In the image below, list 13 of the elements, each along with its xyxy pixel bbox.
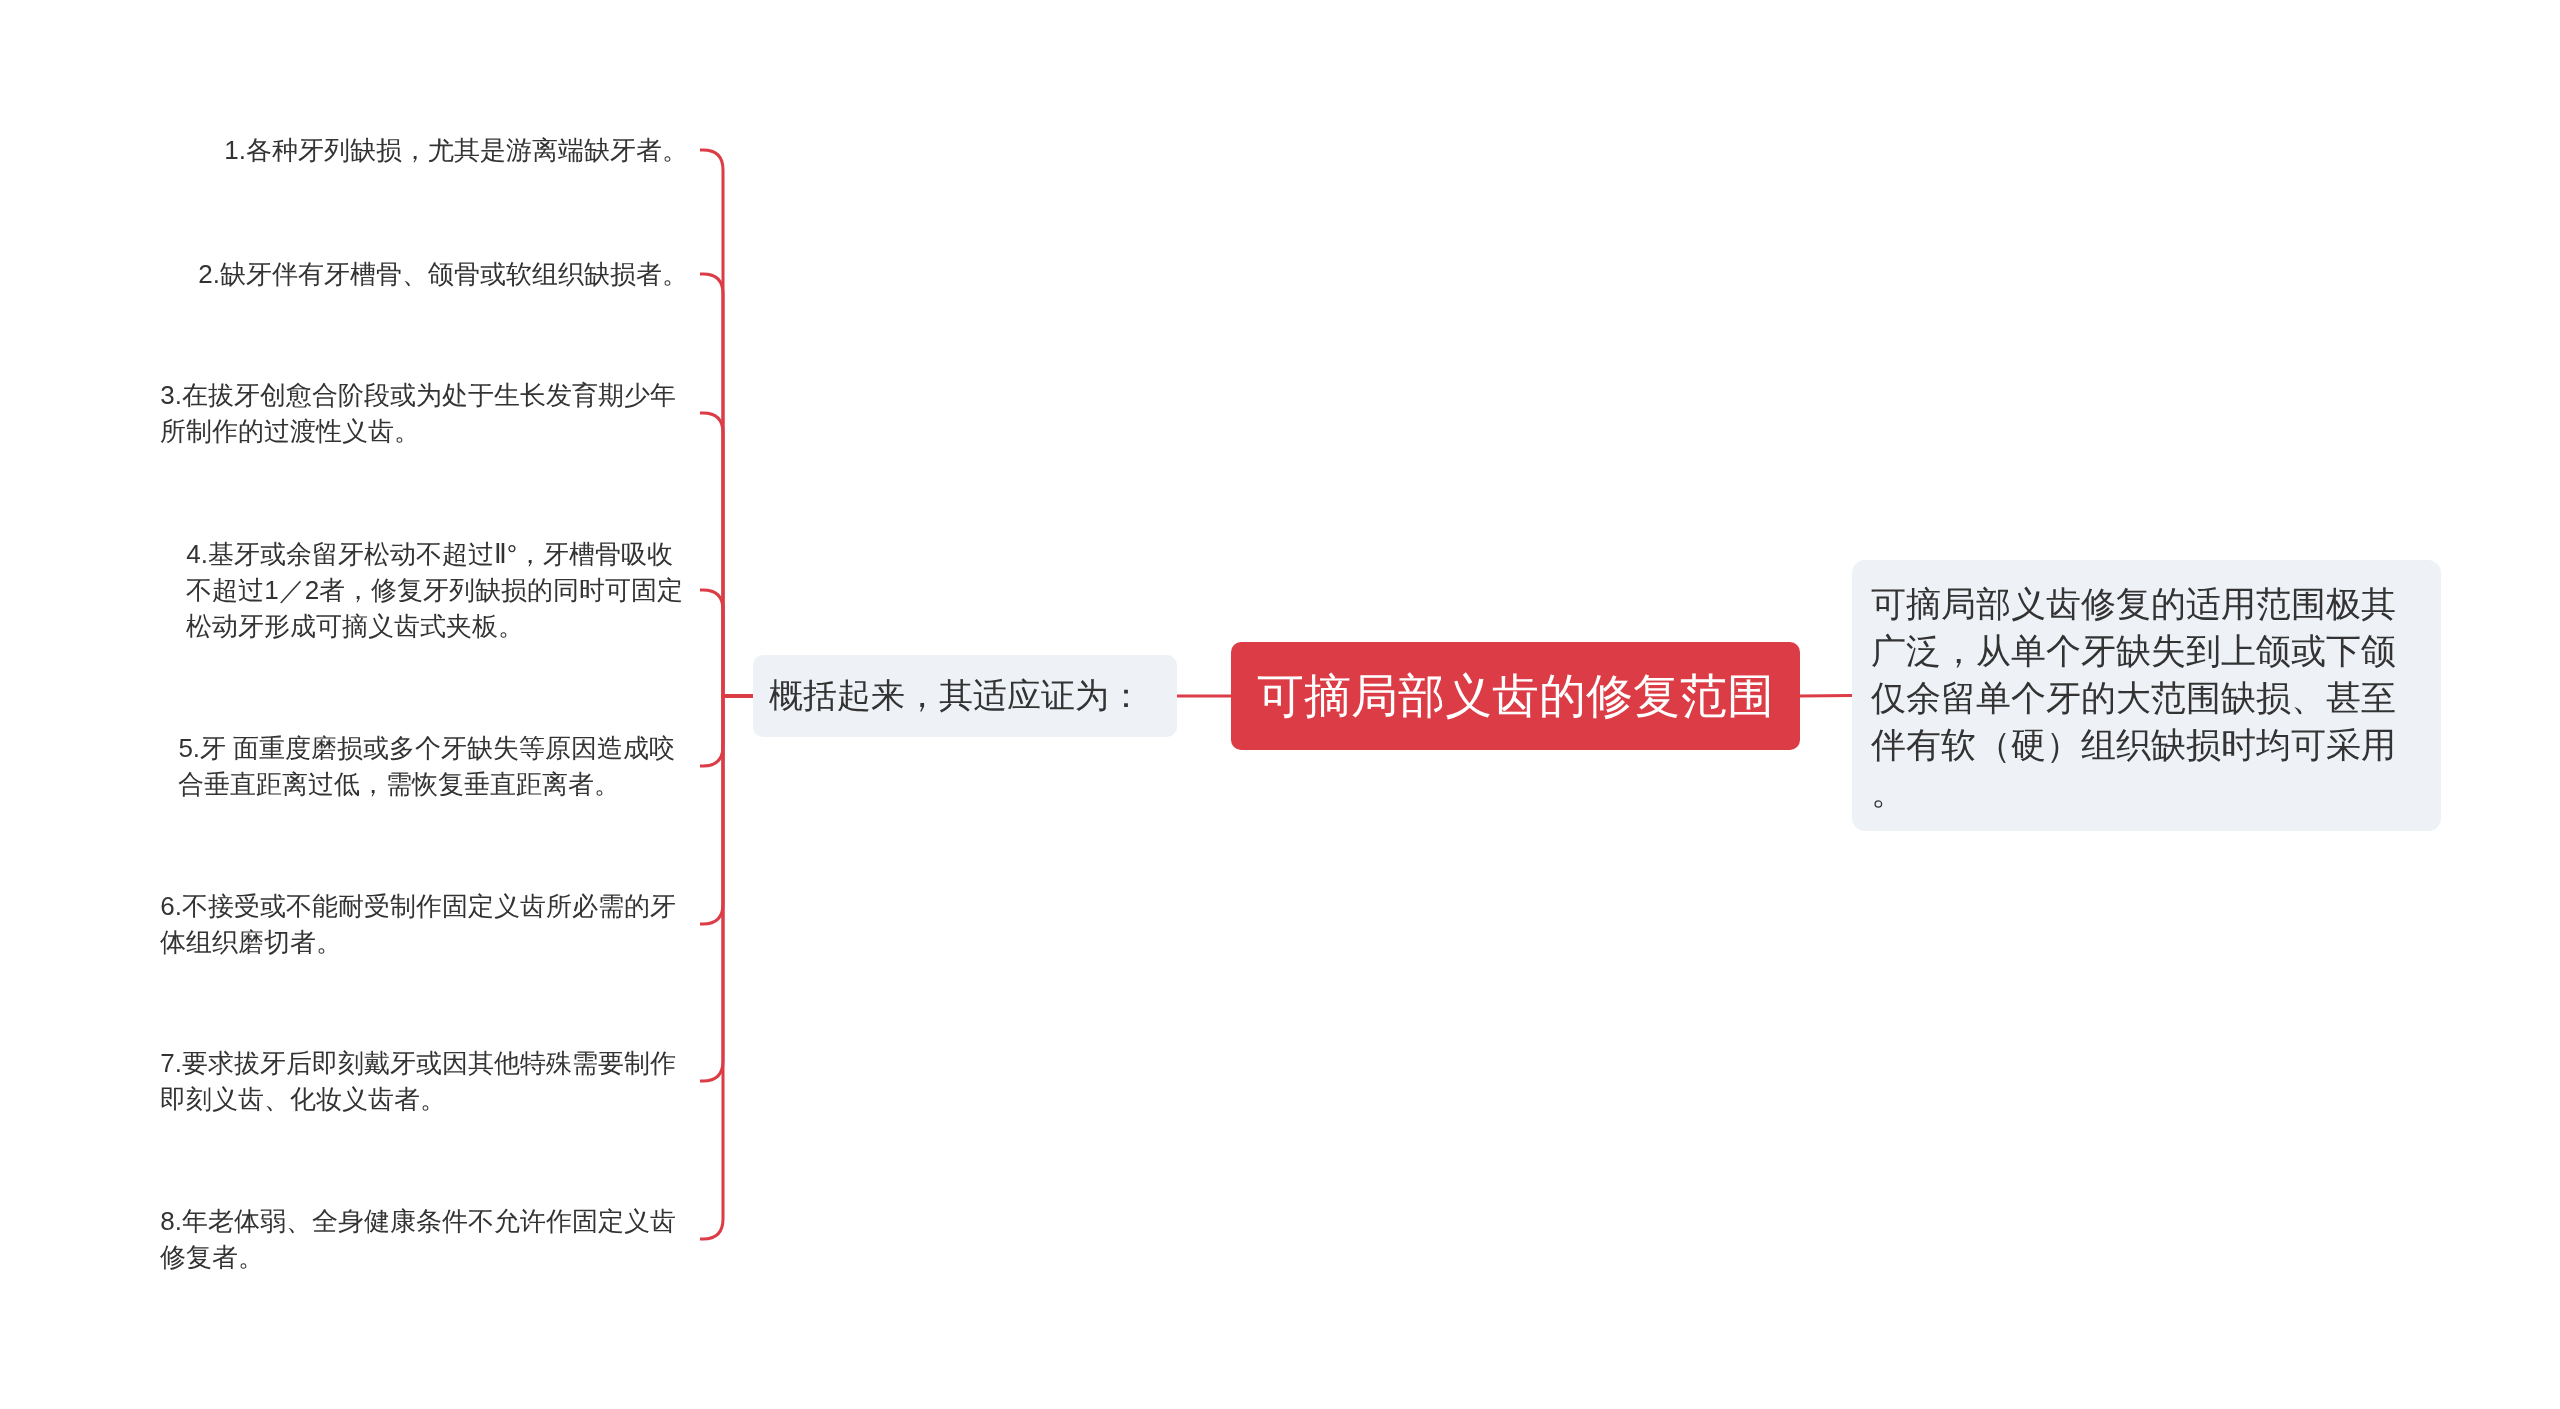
subtopic-box: 概括起来，其适应证为：	[753, 655, 1177, 737]
branch-text: 1.各种牙列缺损，尤其是游离端缺牙者。	[220, 128, 700, 172]
branch-text: 4.基牙或余留牙松动不超过Ⅱ°，牙槽骨吸收不超过1／2者，修复牙列缺损的同时可固定松动牙形成可摘义齿式夹板。	[182, 532, 700, 648]
branch-text: 8.年老体弱、全身健康条件不允许作固定义齿修复者。	[156, 1199, 700, 1279]
branch-text: 7.要求拔牙后即刻戴牙或因其他特殊需要制作即刻义齿、化妆义齿者。	[156, 1041, 700, 1121]
topic-box: 可摘局部义齿的修复范围	[1231, 642, 1800, 750]
branch-text: 3.在拔牙创愈合阶段或为处于生长发育期少年所制作的过渡性义齿。	[156, 373, 700, 453]
branch-text: 5.牙 面重度磨损或多个牙缺失等原因造成咬合垂直距离过低，需恢复垂直距离者。	[174, 726, 700, 806]
connector-line	[1177, 694, 1231, 698]
branch-text: 6.不接受或不能耐受制作固定义齿所必需的牙体组织磨切者。	[156, 884, 700, 964]
note-box: 可摘局部义齿修复的适用范围极其广泛，从单个牙缺失到上颌或下颌仅余留单个牙的大范围缺损、甚至伴有软（硬）组织缺损时均可采用。	[1852, 560, 2441, 831]
branch-text: 2.缺牙伴有牙槽骨、颌骨或软组织缺损者。	[194, 252, 700, 296]
connector-line	[1800, 694, 1852, 698]
